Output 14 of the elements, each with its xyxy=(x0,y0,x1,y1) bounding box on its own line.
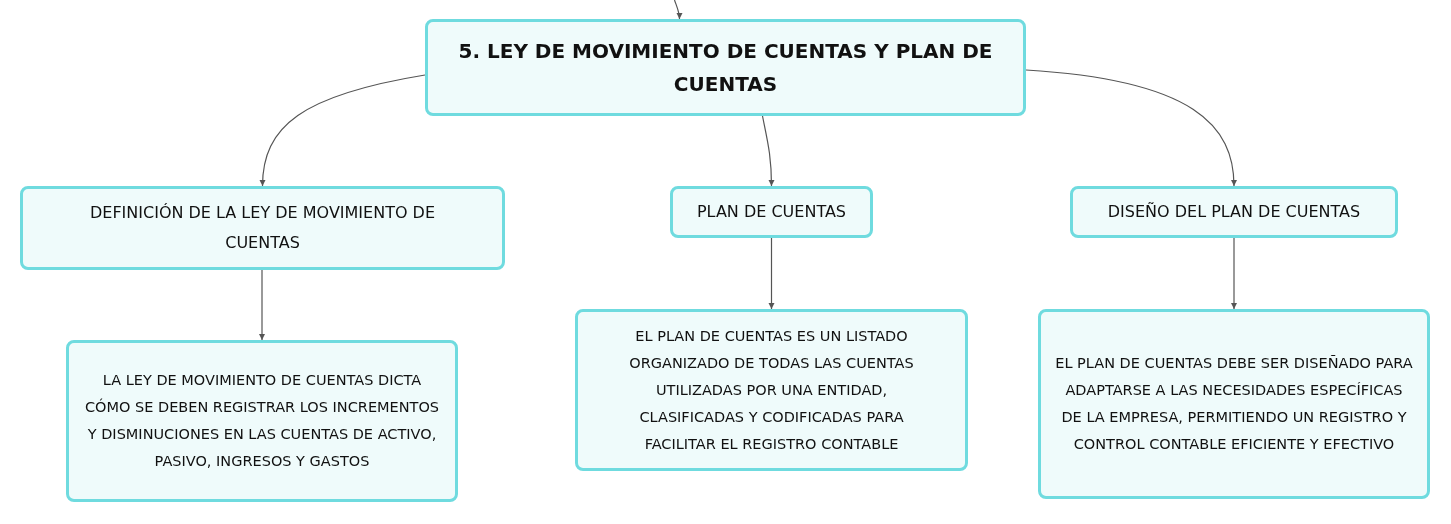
connector-arrow xyxy=(768,237,775,310)
central-topic-box: 5. LEY DE MOVIMIENTO DE CUENTAS Y PLAN DE CUENTAS xyxy=(425,19,1026,116)
connector-arrow xyxy=(259,269,265,341)
connector-arrow xyxy=(259,74,426,187)
connector-arrow xyxy=(673,0,683,20)
topic-box: DISEÑO DEL PLAN DE CUENTAS xyxy=(1070,186,1398,238)
connector-arrow xyxy=(1025,69,1237,187)
connector-arrow xyxy=(1231,237,1237,310)
detail-box: EL PLAN DE CUENTAS ES UN LISTADO ORGANIZADO DE TODAS LAS CUENTAS UTILIZADAS POR UNA ENTIDAD, CLASIFICADAS Y CODIFICADAS PARA FACILITAR EL REGISTRO CONTABLE xyxy=(575,309,968,471)
topic-box: DEFINICIÓN DE LA LEY DE MOVIMIENTO DE CUENTAS xyxy=(20,186,505,270)
detail-box: EL PLAN DE CUENTAS DEBE SER DISEÑADO PARA ADAPTARSE A LAS NECESIDADES ESPECÍFICAS DE LA EMPRESA, PERMITIENDO UN REGISTRO Y CONTROL CONTABLE EFICIENTE Y EFECTIVO xyxy=(1038,309,1430,499)
detail-box: LA LEY DE MOVIMIENTO DE CUENTAS DICTA CÓMO SE DEBEN REGISTRAR LOS INCREMENTOS Y DISMINUCIONES EN LAS CUENTAS DE ACTIVO, PASIVO, INGRESOS Y GASTOS xyxy=(66,340,458,502)
connector-arrow xyxy=(761,115,775,187)
topic-box: PLAN DE CUENTAS xyxy=(670,186,873,238)
